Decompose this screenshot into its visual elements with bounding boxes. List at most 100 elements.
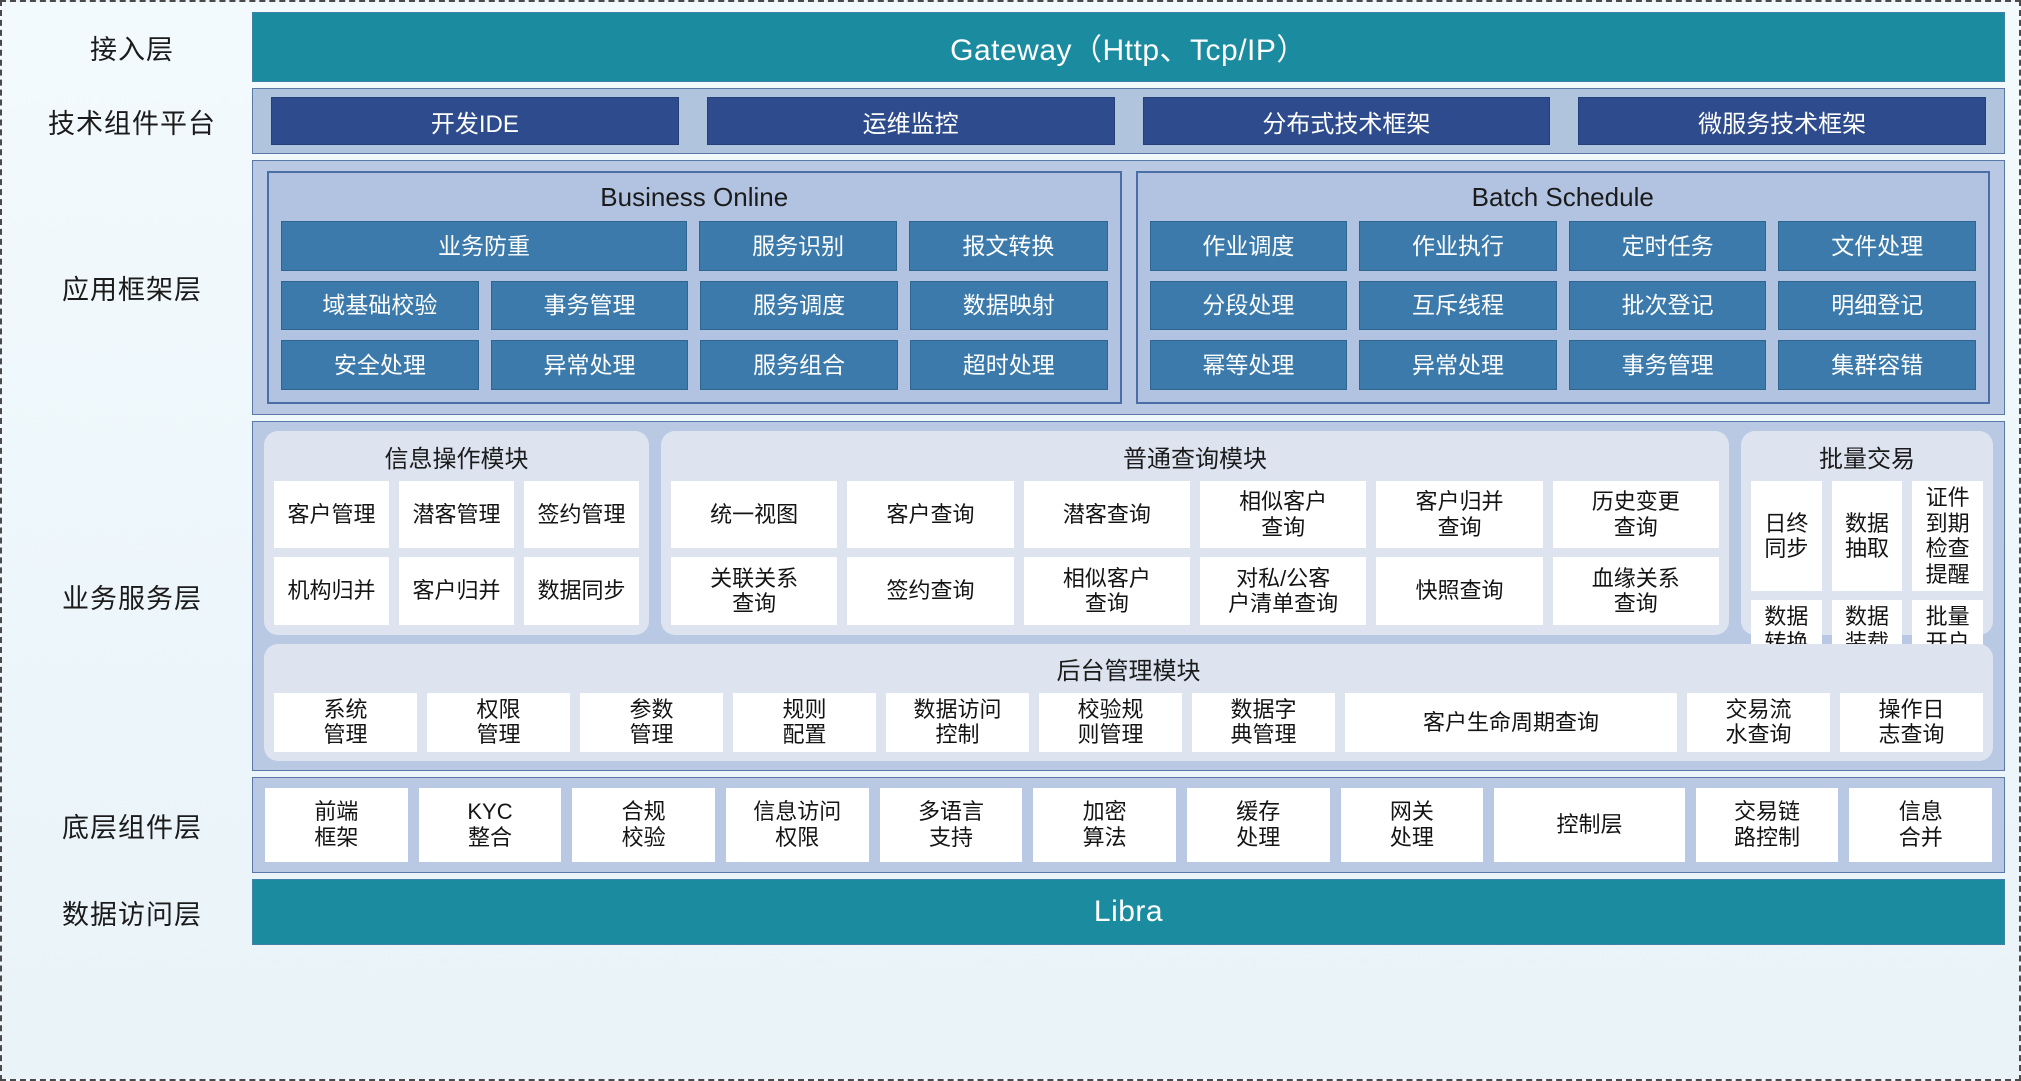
svc-chip-history-change-query[interactable]: 历史变更查询 (1552, 481, 1719, 549)
comp-chip-multilanguage-support[interactable]: 多语言支持 (879, 788, 1023, 862)
svc-chip-transaction-flow-query[interactable]: 交易流水查询 (1687, 692, 1830, 752)
comp-chip-frontend-framework[interactable]: 前端框架 (265, 788, 408, 862)
svc-chip-unified-view[interactable]: 统一视图 (671, 481, 838, 549)
fw-chip-job-execution[interactable]: 作业执行 (1359, 221, 1557, 271)
fw-chip-segment-processing[interactable]: 分段处理 (1149, 280, 1348, 331)
layer-data-access: 数据访问层 Libra (12, 879, 2005, 945)
comp-chip-control-layer[interactable]: 控制层 (1494, 788, 1685, 862)
tech-chip-distributed-framework[interactable]: 分布式技术框架 (1142, 97, 1551, 145)
framework-row: 业务防重 服务识别 报文转换 (281, 221, 1108, 271)
fw-chip-domain-validation[interactable]: 域基础校验 (281, 280, 479, 331)
fw-chip-exception-handling-batch[interactable]: 异常处理 (1359, 340, 1557, 391)
svc-chip-similar-customer-query[interactable]: 相似客户查询 (1199, 481, 1367, 549)
fw-chip-cluster-fault-tolerance[interactable]: 集群容错 (1778, 340, 1976, 391)
module-row: 日终同步 数据抽取 证件到期检查提醒 (1751, 481, 1984, 592)
svc-chip-rule-config[interactable]: 规则配置 (733, 692, 876, 752)
tech-chip-ops-monitor[interactable]: 运维监控 (706, 97, 1115, 145)
svc-chip-data-dictionary-mgmt[interactable]: 数据字典管理 (1192, 692, 1335, 752)
layer-label-tech-platform: 技术组件平台 (48, 108, 216, 139)
svc-chip-customer-lifecycle-query[interactable]: 客户生命周期查询 (1345, 692, 1677, 752)
module-batch-transaction: 批量交易 日终同步 数据抽取 证件到期检查提醒 数据转换 数据装载 批量开户 (1741, 431, 1993, 660)
svc-chip-contract-mgmt[interactable]: 签约管理 (524, 481, 639, 549)
module-admin-wrapper: 后台管理模块 系统管理 权限管理 参数管理 规则配置 数据访问控制 校验规则管理… (264, 643, 1993, 761)
comp-chip-compliance-validation[interactable]: 合规校验 (572, 788, 715, 862)
svc-chip-customer-query[interactable]: 客户查询 (847, 481, 1014, 549)
fw-chip-business-dedup[interactable]: 业务防重 (281, 221, 687, 271)
svc-chip-eod-sync[interactable]: 日终同步 (1751, 481, 1822, 592)
comp-chip-info-merge[interactable]: 信息合并 (1849, 788, 1993, 862)
fw-chip-message-transform[interactable]: 报文转换 (909, 221, 1108, 271)
layer-body-tech-platform: 开发IDE 运维监控 分布式技术框架 微服务技术框架 (252, 88, 2005, 154)
module-row: 统一视图 客户查询 潜客查询 相似客户查询 客户归并查询 历史变更查询 (671, 481, 1719, 549)
module-row: 客户管理 潜客管理 签约管理 (274, 481, 639, 549)
tech-chip-microservice-framework[interactable]: 微服务技术框架 (1578, 97, 1986, 145)
framework-row: 幂等处理 异常处理 事务管理 集群容错 (1149, 340, 1976, 391)
svc-chip-certificate-expiry-reminder[interactable]: 证件到期检查提醒 (1912, 481, 1984, 592)
layer-app-framework: 应用框架层 Business Online 业务防重 服务识别 报文转换 域基础… (12, 160, 2005, 415)
fw-chip-transaction-mgmt[interactable]: 事务管理 (490, 280, 689, 331)
svc-chip-contract-query[interactable]: 签约查询 (847, 557, 1014, 625)
fw-chip-service-composition[interactable]: 服务组合 (700, 340, 898, 391)
group-title-batch-schedule: Batch Schedule (1471, 182, 1654, 212)
comp-chip-gateway-processing[interactable]: 网关处理 (1340, 788, 1484, 862)
svc-chip-blood-relation-query[interactable]: 血缘关系查询 (1552, 557, 1719, 625)
tech-chip-ide[interactable]: 开发IDE (271, 97, 679, 145)
layer-access: 接入层 Gateway（Http、Tcp/IP） (12, 12, 2005, 82)
module-title-admin-management: 后台管理模块 (1056, 657, 1201, 685)
module-row: 机构归并 客户归并 数据同步 (274, 557, 639, 625)
svc-chip-operation-log-query[interactable]: 操作日志查询 (1840, 692, 1983, 752)
comp-chip-encryption-algorithm[interactable]: 加密算法 (1033, 788, 1176, 862)
comp-chip-transaction-chain-control[interactable]: 交易链路控制 (1695, 788, 1839, 862)
svc-chip-permission-mgmt[interactable]: 权限管理 (427, 692, 570, 752)
fw-chip-service-identify[interactable]: 服务识别 (698, 221, 898, 271)
framework-row: 域基础校验 事务管理 服务调度 数据映射 (281, 280, 1108, 331)
fw-chip-batch-registration[interactable]: 批次登记 (1568, 280, 1767, 331)
fw-chip-scheduled-task[interactable]: 定时任务 (1568, 221, 1767, 271)
libra-bar[interactable]: Libra (252, 879, 2005, 945)
fw-chip-exception-handling[interactable]: 异常处理 (490, 340, 689, 391)
layer-label-data-access: 数据访问层 (62, 899, 202, 930)
svc-chip-similar-customer-query-2[interactable]: 相似客户查询 (1023, 557, 1190, 625)
comp-chip-cache-processing[interactable]: 缓存处理 (1186, 788, 1330, 862)
fw-chip-job-scheduling[interactable]: 作业调度 (1149, 221, 1348, 271)
svc-chip-customer-merge-query[interactable]: 客户归并查询 (1376, 481, 1543, 549)
framework-row: 安全处理 异常处理 服务组合 超时处理 (281, 340, 1108, 391)
svc-chip-relation-query[interactable]: 关联关系查询 (671, 557, 838, 625)
svc-chip-snapshot-query[interactable]: 快照查询 (1376, 557, 1543, 625)
module-row: 关联关系查询 签约查询 相似客户查询 对私/公客户清单查询 快照查询 血缘关系查… (671, 557, 1719, 625)
layer-label-base-components: 底层组件层 (62, 812, 202, 843)
svc-chip-data-access-control[interactable]: 数据访问控制 (886, 692, 1029, 752)
layer-body-app-framework: Business Online 业务防重 服务识别 报文转换 域基础校验 事务管… (252, 160, 2005, 415)
fw-chip-service-scheduling[interactable]: 服务调度 (700, 280, 898, 331)
svc-chip-parameter-mgmt[interactable]: 参数管理 (580, 692, 723, 752)
fw-chip-mutex-thread[interactable]: 互斥线程 (1359, 280, 1557, 331)
comp-chip-info-access-permission[interactable]: 信息访问权限 (725, 788, 869, 862)
fw-chip-security-processing[interactable]: 安全处理 (281, 340, 479, 391)
layer-tech-platform: 技术组件平台 开发IDE 运维监控 分布式技术框架 微服务技术框架 (12, 88, 2005, 154)
svc-chip-customer-mgmt[interactable]: 客户管理 (274, 481, 389, 549)
svc-chip-prospect-mgmt[interactable]: 潜客管理 (399, 481, 514, 549)
layer-body-business-service: 信息操作模块 客户管理 潜客管理 签约管理 机构归并 客户归并 数据同步 (252, 421, 2005, 771)
fw-chip-detail-registration[interactable]: 明细登记 (1778, 280, 1976, 331)
admin-row: 系统管理 权限管理 参数管理 规则配置 数据访问控制 校验规则管理 数据字典管理… (274, 692, 1983, 752)
svc-chip-validation-rule-mgmt[interactable]: 校验规则管理 (1039, 692, 1182, 752)
fw-chip-data-mapping[interactable]: 数据映射 (909, 280, 1108, 331)
tech-platform-panel: 开发IDE 运维监控 分布式技术框架 微服务技术框架 (252, 88, 2005, 154)
svc-chip-system-mgmt[interactable]: 系统管理 (274, 692, 417, 752)
layer-body-data-access: Libra (252, 879, 2005, 945)
svc-chip-prospect-query[interactable]: 潜客查询 (1023, 481, 1190, 549)
svc-chip-data-extract[interactable]: 数据抽取 (1831, 481, 1903, 592)
svc-chip-data-sync[interactable]: 数据同步 (524, 557, 639, 625)
svc-chip-customer-merge[interactable]: 客户归并 (399, 557, 514, 625)
fw-chip-idempotent-processing[interactable]: 幂等处理 (1149, 340, 1348, 391)
gateway-bar[interactable]: Gateway（Http、Tcp/IP） (252, 12, 2005, 82)
svc-chip-private-public-customer-list-query[interactable]: 对私/公客户清单查询 (1199, 557, 1367, 625)
fw-chip-transaction-mgmt-batch[interactable]: 事务管理 (1568, 340, 1767, 391)
fw-chip-file-processing[interactable]: 文件处理 (1778, 221, 1976, 271)
fw-chip-timeout-handling[interactable]: 超时处理 (909, 340, 1108, 391)
framework-row: 分段处理 互斥线程 批次登记 明细登记 (1149, 280, 1976, 331)
svc-chip-org-merge[interactable]: 机构归并 (274, 557, 389, 625)
